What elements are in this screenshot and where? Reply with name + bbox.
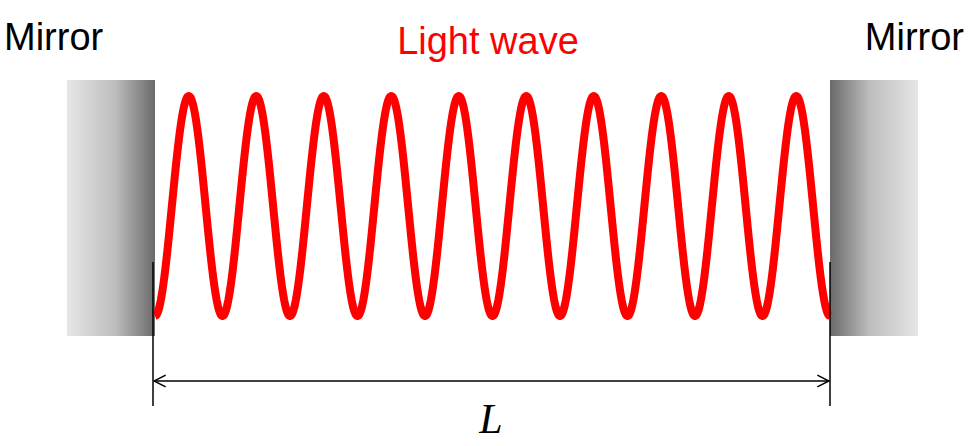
light-wave <box>155 96 830 316</box>
dimension-label: L <box>479 398 502 440</box>
mirror-label: Mirror <box>4 18 103 56</box>
mirror-left <box>67 80 155 336</box>
mirror-label: Mirror <box>865 18 964 56</box>
dimension-tick <box>152 262 154 406</box>
light-wave-path <box>155 96 830 316</box>
dimension-tick <box>829 262 831 406</box>
mirror-right <box>830 80 918 336</box>
dimension-line <box>154 380 829 382</box>
wave-label: Light wave <box>397 22 579 60</box>
